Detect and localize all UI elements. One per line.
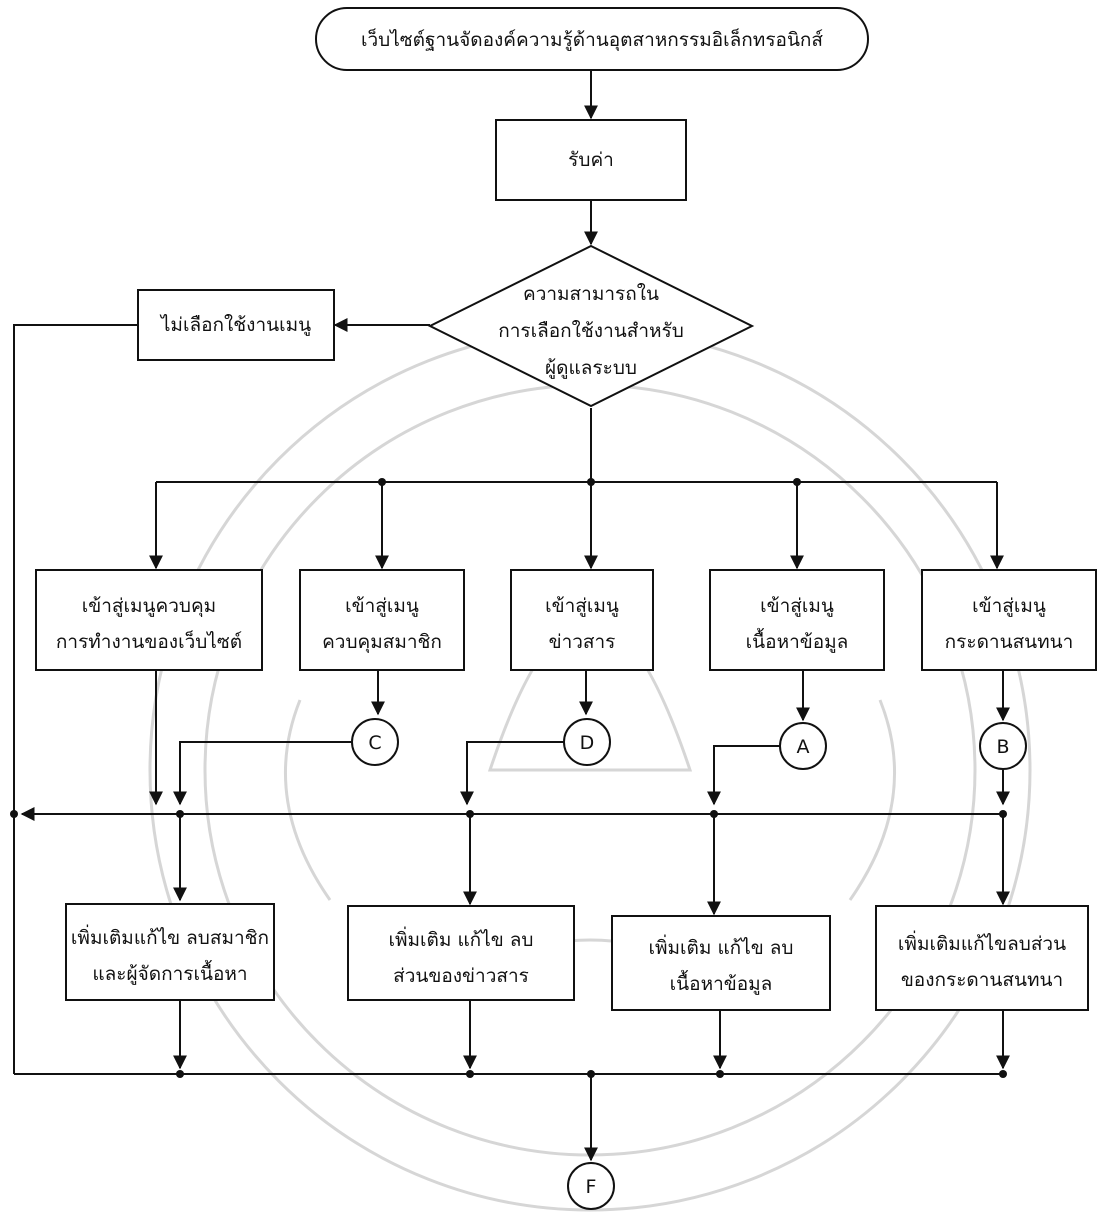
connector-d: D xyxy=(563,718,611,766)
connector-a-label: A xyxy=(797,736,810,758)
action-box-label-line-1: เพิ่มเติม แก้ไข ลบ xyxy=(389,926,534,951)
action-box-label-line-2: ของกระดานสนทนา xyxy=(901,969,1063,991)
menu-box-label-line-2: ควบคุมสมาชิก xyxy=(322,631,442,654)
connector-c: C xyxy=(351,718,399,766)
menu-box-label-line-2: ข่าวสาร xyxy=(549,631,616,653)
menu-box-content: เข้าสู่เมนู เนื้อหาข้อมูล xyxy=(709,569,885,671)
action-box-label-line-1: เพิ่มเติมแก้ไข ลบสมาชิก xyxy=(71,924,269,949)
action-box-members: เพิ่มเติมแก้ไข ลบสมาชิก และผู้จัดการเนื้… xyxy=(65,903,275,1001)
menu-box-news: เข้าสู่เมนู ข่าวสาร xyxy=(510,569,654,671)
connector-f: F xyxy=(567,1162,615,1210)
menu-box-label-line-2: กระดานสนทนา xyxy=(945,631,1074,653)
action-box-label-line-2: เนื้อหาข้อมูล xyxy=(670,970,773,995)
decision-label-line-1: ความสามารถใน xyxy=(523,283,659,305)
menu-box-label-line-1: เข้าสู่เมนูควบคุม xyxy=(82,595,216,618)
input-process-label: รับค่า xyxy=(568,149,614,171)
menu-box-website-control: เข้าสู่เมนูควบคุม การทำงานของเว็บไซต์ xyxy=(35,569,263,671)
action-box-webboard: เพิ่มเติมแก้ไขลบส่วน ของกระดานสนทนา xyxy=(875,905,1089,1011)
connector-b-label: B xyxy=(996,736,1009,758)
menu-box-label-line-2: การทำงานของเว็บไซต์ xyxy=(56,629,242,653)
no-menu-label: ไม่เลือกใช้งานเมนู xyxy=(159,314,311,336)
action-box-label-line-2: และผู้จัดการเนื้อหา xyxy=(92,960,247,985)
decision-label-line-2: การเลือกใช้งานสำหรับ xyxy=(498,320,684,342)
menu-box-member-control: เข้าสู่เมนู ควบคุมสมาชิก xyxy=(299,569,465,671)
junction-dots xyxy=(10,478,1007,1078)
no-menu-box: ไม่เลือกใช้งานเมนู xyxy=(137,289,335,361)
decision-diamond: ความสามารถใน การเลือกใช้งานสำหรับ ผู้ดูแ… xyxy=(427,244,755,408)
start-terminator: เว็บไซต์ฐานจัดองค์ความรู้ด้านอุตสาหกรรมอ… xyxy=(315,7,869,71)
action-box-label-line-2: ส่วนของข่าวสาร xyxy=(393,965,529,987)
action-box-content: เพิ่มเติม แก้ไข ลบ เนื้อหาข้อมูล xyxy=(611,915,831,1011)
connector-c-label: C xyxy=(368,732,381,754)
decision-label-line-3: ผู้ดูแลระบบ xyxy=(545,357,637,379)
menu-box-label-line-1: เข้าสู่เมนู xyxy=(545,595,619,617)
connector-b: B xyxy=(979,722,1027,770)
action-box-label-line-1: เพิ่มเติมแก้ไขลบส่วน xyxy=(898,930,1066,955)
menu-box-label-line-1: เข้าสู่เมนู xyxy=(760,595,834,617)
start-terminator-label: เว็บไซต์ฐานจัดองค์ความรู้ด้านอุตสาหกรรมอ… xyxy=(361,27,823,52)
connector-f-label: F xyxy=(586,1176,597,1198)
menu-box-label-line-2: เนื้อหาข้อมูล xyxy=(746,628,849,653)
menu-box-webboard: เข้าสู่เมนู กระดานสนทนา xyxy=(921,569,1097,671)
menu-box-label-line-1: เข้าสู่เมนู xyxy=(972,595,1046,617)
action-box-label-line-1: เพิ่มเติม แก้ไข ลบ xyxy=(649,934,794,959)
menu-box-label-line-1: เข้าสู่เมนู xyxy=(345,595,419,617)
input-process-box: รับค่า xyxy=(495,119,687,201)
flow-lines xyxy=(13,70,1010,1162)
action-box-news: เพิ่มเติม แก้ไข ลบ ส่วนของข่าวสาร xyxy=(347,905,575,1001)
connector-a: A xyxy=(779,722,827,770)
connector-d-label: D xyxy=(580,732,595,754)
